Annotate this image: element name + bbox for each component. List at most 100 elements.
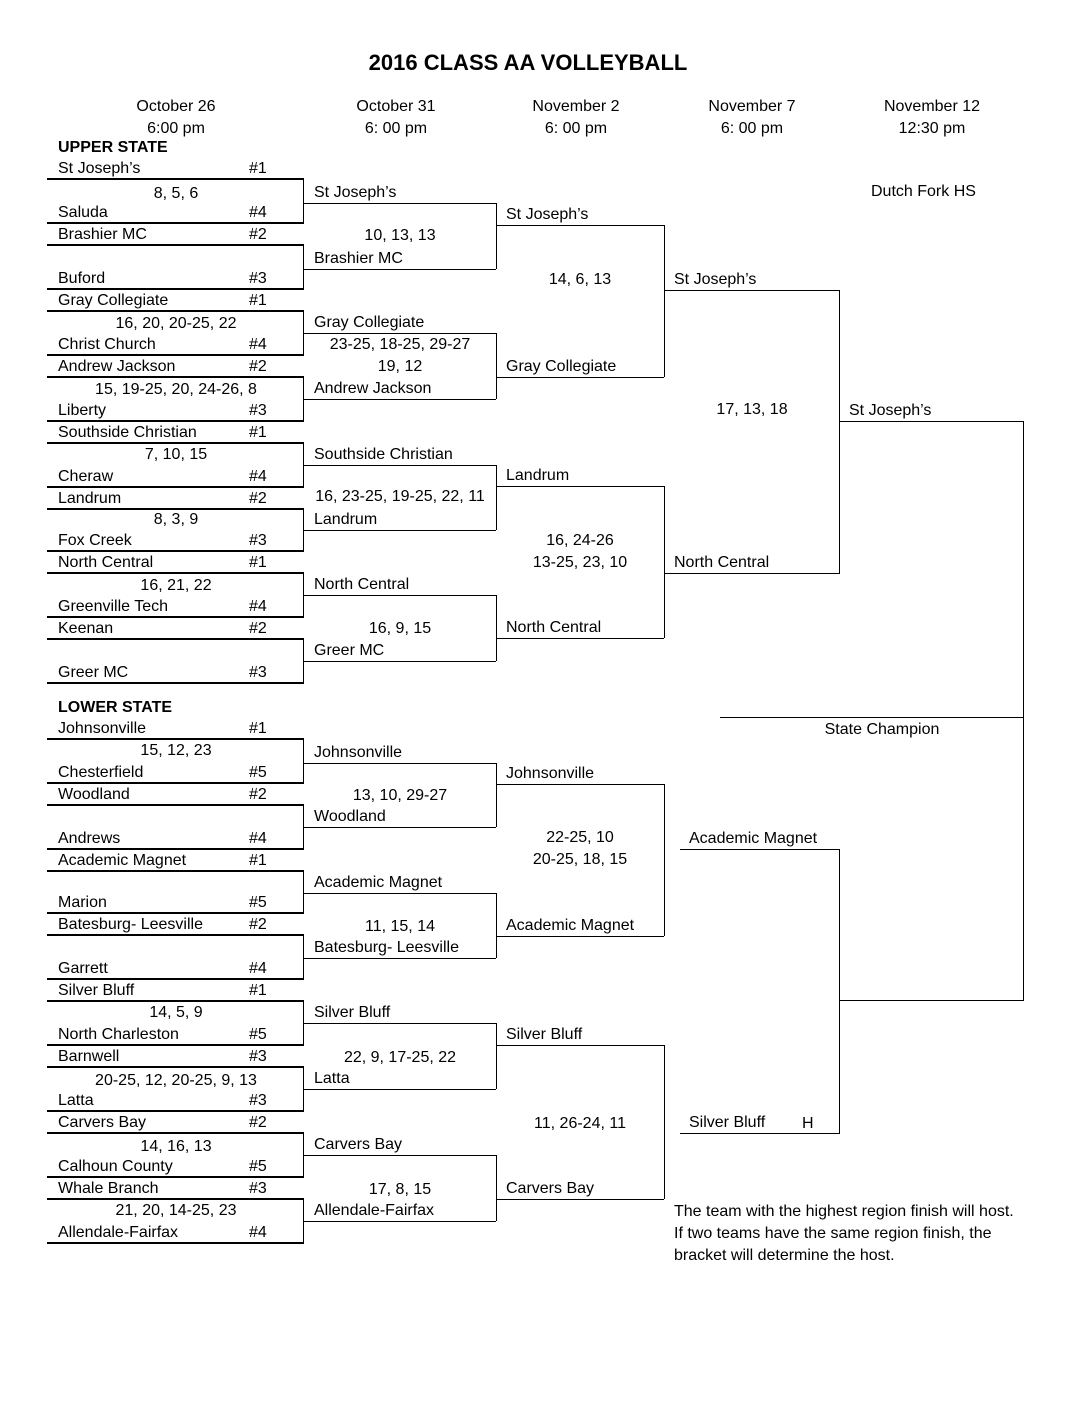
team-round2: North Central — [314, 576, 410, 593]
round-3-date: November 2 — [532, 98, 620, 115]
bracket-line — [496, 225, 664, 226]
match-score: 13, 10, 29-27 — [352, 787, 448, 804]
bracket-line — [47, 1198, 304, 1200]
bracket-line — [303, 935, 304, 979]
match-score: 20-25, 12, 20-25, 9, 13 — [95, 1072, 257, 1089]
team-round2: St Joseph’s — [314, 184, 397, 201]
team-round1: Latta — [58, 1092, 94, 1109]
bracket-line — [664, 573, 840, 574]
team-round1: Landrum — [58, 490, 122, 507]
team-round3: Silver Bluff — [506, 1026, 583, 1043]
team-round1: Woodland — [58, 786, 130, 803]
bracket-line — [496, 1045, 664, 1046]
team-round1: Garrett — [58, 960, 108, 977]
bracket-line — [47, 978, 304, 980]
host-note: The team with the highest region finish … — [674, 1203, 1014, 1264]
match-score: 8, 5, 6 — [153, 185, 199, 202]
bracket-line — [47, 486, 304, 488]
seed-round1: #1 — [249, 720, 267, 737]
bracket-line — [304, 465, 496, 466]
bracket-line — [303, 179, 304, 223]
bracket-line — [47, 1066, 304, 1068]
bracket-line — [303, 245, 304, 289]
bracket-line — [47, 550, 304, 552]
team-round2: Batesburg- Leesville — [314, 939, 459, 956]
seed-round1: #4 — [249, 960, 267, 977]
bracket-line — [47, 288, 304, 290]
bracket-line — [47, 1000, 304, 1002]
team-round2: Carvers Bay — [314, 1136, 403, 1153]
match-score: 22-25, 10 — [546, 829, 614, 846]
round-1-time: 6:00 pm — [147, 120, 205, 137]
match-score: 20-25, 18, 15 — [532, 851, 628, 868]
team-round1: Whale Branch — [58, 1180, 159, 1197]
team-round1: St Joseph’s — [58, 160, 141, 177]
team-round3: North Central — [506, 619, 602, 636]
team-round3: Academic Magnet — [506, 917, 635, 934]
team-round1: Andrews — [58, 830, 121, 847]
round-5-date: November 12 — [883, 98, 981, 115]
bracket-line — [304, 893, 496, 894]
bracket-line — [304, 958, 496, 959]
round-2-time: 6: 00 pm — [364, 120, 428, 137]
seed-round1: #2 — [249, 358, 267, 375]
team-round3: Johnsonville — [506, 765, 595, 782]
team-round2: Brashier MC — [314, 250, 403, 267]
state-champion-label: State Champion — [824, 721, 940, 738]
team-round1: Cheraw — [58, 468, 114, 485]
match-score: 14, 6, 13 — [548, 271, 612, 288]
team-round1: Liberty — [58, 402, 107, 419]
bracket-line — [840, 421, 1024, 422]
round-2-date: October 31 — [356, 98, 436, 115]
bracket-line — [303, 377, 304, 421]
bracket-line — [47, 572, 304, 574]
match-score: 16, 24-26 — [546, 532, 614, 549]
team-round1: Silver Bluff — [58, 982, 135, 999]
bracket-line — [496, 784, 664, 785]
bracket-line — [304, 333, 496, 334]
seed-round1: #1 — [249, 852, 267, 869]
bracket-line — [304, 1089, 496, 1090]
round-3-time: 6: 00 pm — [544, 120, 608, 137]
bracket-line — [496, 936, 664, 937]
seed-round1: #2 — [249, 786, 267, 803]
bracket-line — [303, 1001, 304, 1045]
team-round4: Silver Bluff — [689, 1114, 766, 1131]
team-round2: Silver Bluff — [314, 1004, 391, 1021]
section-upper-state: UPPER STATE — [58, 139, 168, 156]
bracket-line — [496, 1023, 497, 1089]
team-round1: Batesburg- Leesville — [58, 916, 203, 933]
team-round1: Brashier MC — [58, 226, 147, 243]
bracket-line — [304, 661, 496, 662]
bracket-line — [664, 1045, 665, 1199]
team-round2: Allendale-Fairfax — [314, 1202, 435, 1219]
seed-round1: #3 — [249, 1092, 267, 1109]
match-score: 14, 5, 9 — [149, 1004, 203, 1021]
team-round1: Gray Collegiate — [58, 292, 169, 309]
match-score: 16, 9, 15 — [368, 620, 432, 637]
bracket-line — [496, 595, 497, 661]
bracket-line — [303, 573, 304, 617]
bracket-line — [47, 934, 304, 936]
team-round1: Carvers Bay — [58, 1114, 147, 1131]
bracket-line — [304, 1221, 496, 1222]
section-lower-state: LOWER STATE — [58, 699, 173, 716]
bracket-line — [47, 1132, 304, 1134]
round-4-date: November 7 — [708, 98, 796, 115]
match-score: 21, 20, 14-25, 23 — [115, 1202, 237, 1219]
bracket-line — [303, 871, 304, 913]
bracket-line — [304, 763, 496, 764]
bracket-line — [839, 290, 840, 573]
match-score: 16, 20, 20-25, 22 — [115, 315, 237, 332]
bracket-line — [304, 530, 496, 531]
bracket-line — [47, 1242, 304, 1244]
bracket-line — [496, 1199, 664, 1200]
round-5-time: 12:30 pm — [898, 120, 966, 137]
bracket-line — [496, 638, 664, 639]
match-score: 15, 12, 23 — [140, 742, 212, 759]
seed-round1: #5 — [249, 894, 267, 911]
seed-round1: #4 — [249, 468, 267, 485]
bracket-line — [303, 805, 304, 849]
bracket-line — [680, 849, 840, 850]
team-round1: Saluda — [58, 204, 108, 221]
